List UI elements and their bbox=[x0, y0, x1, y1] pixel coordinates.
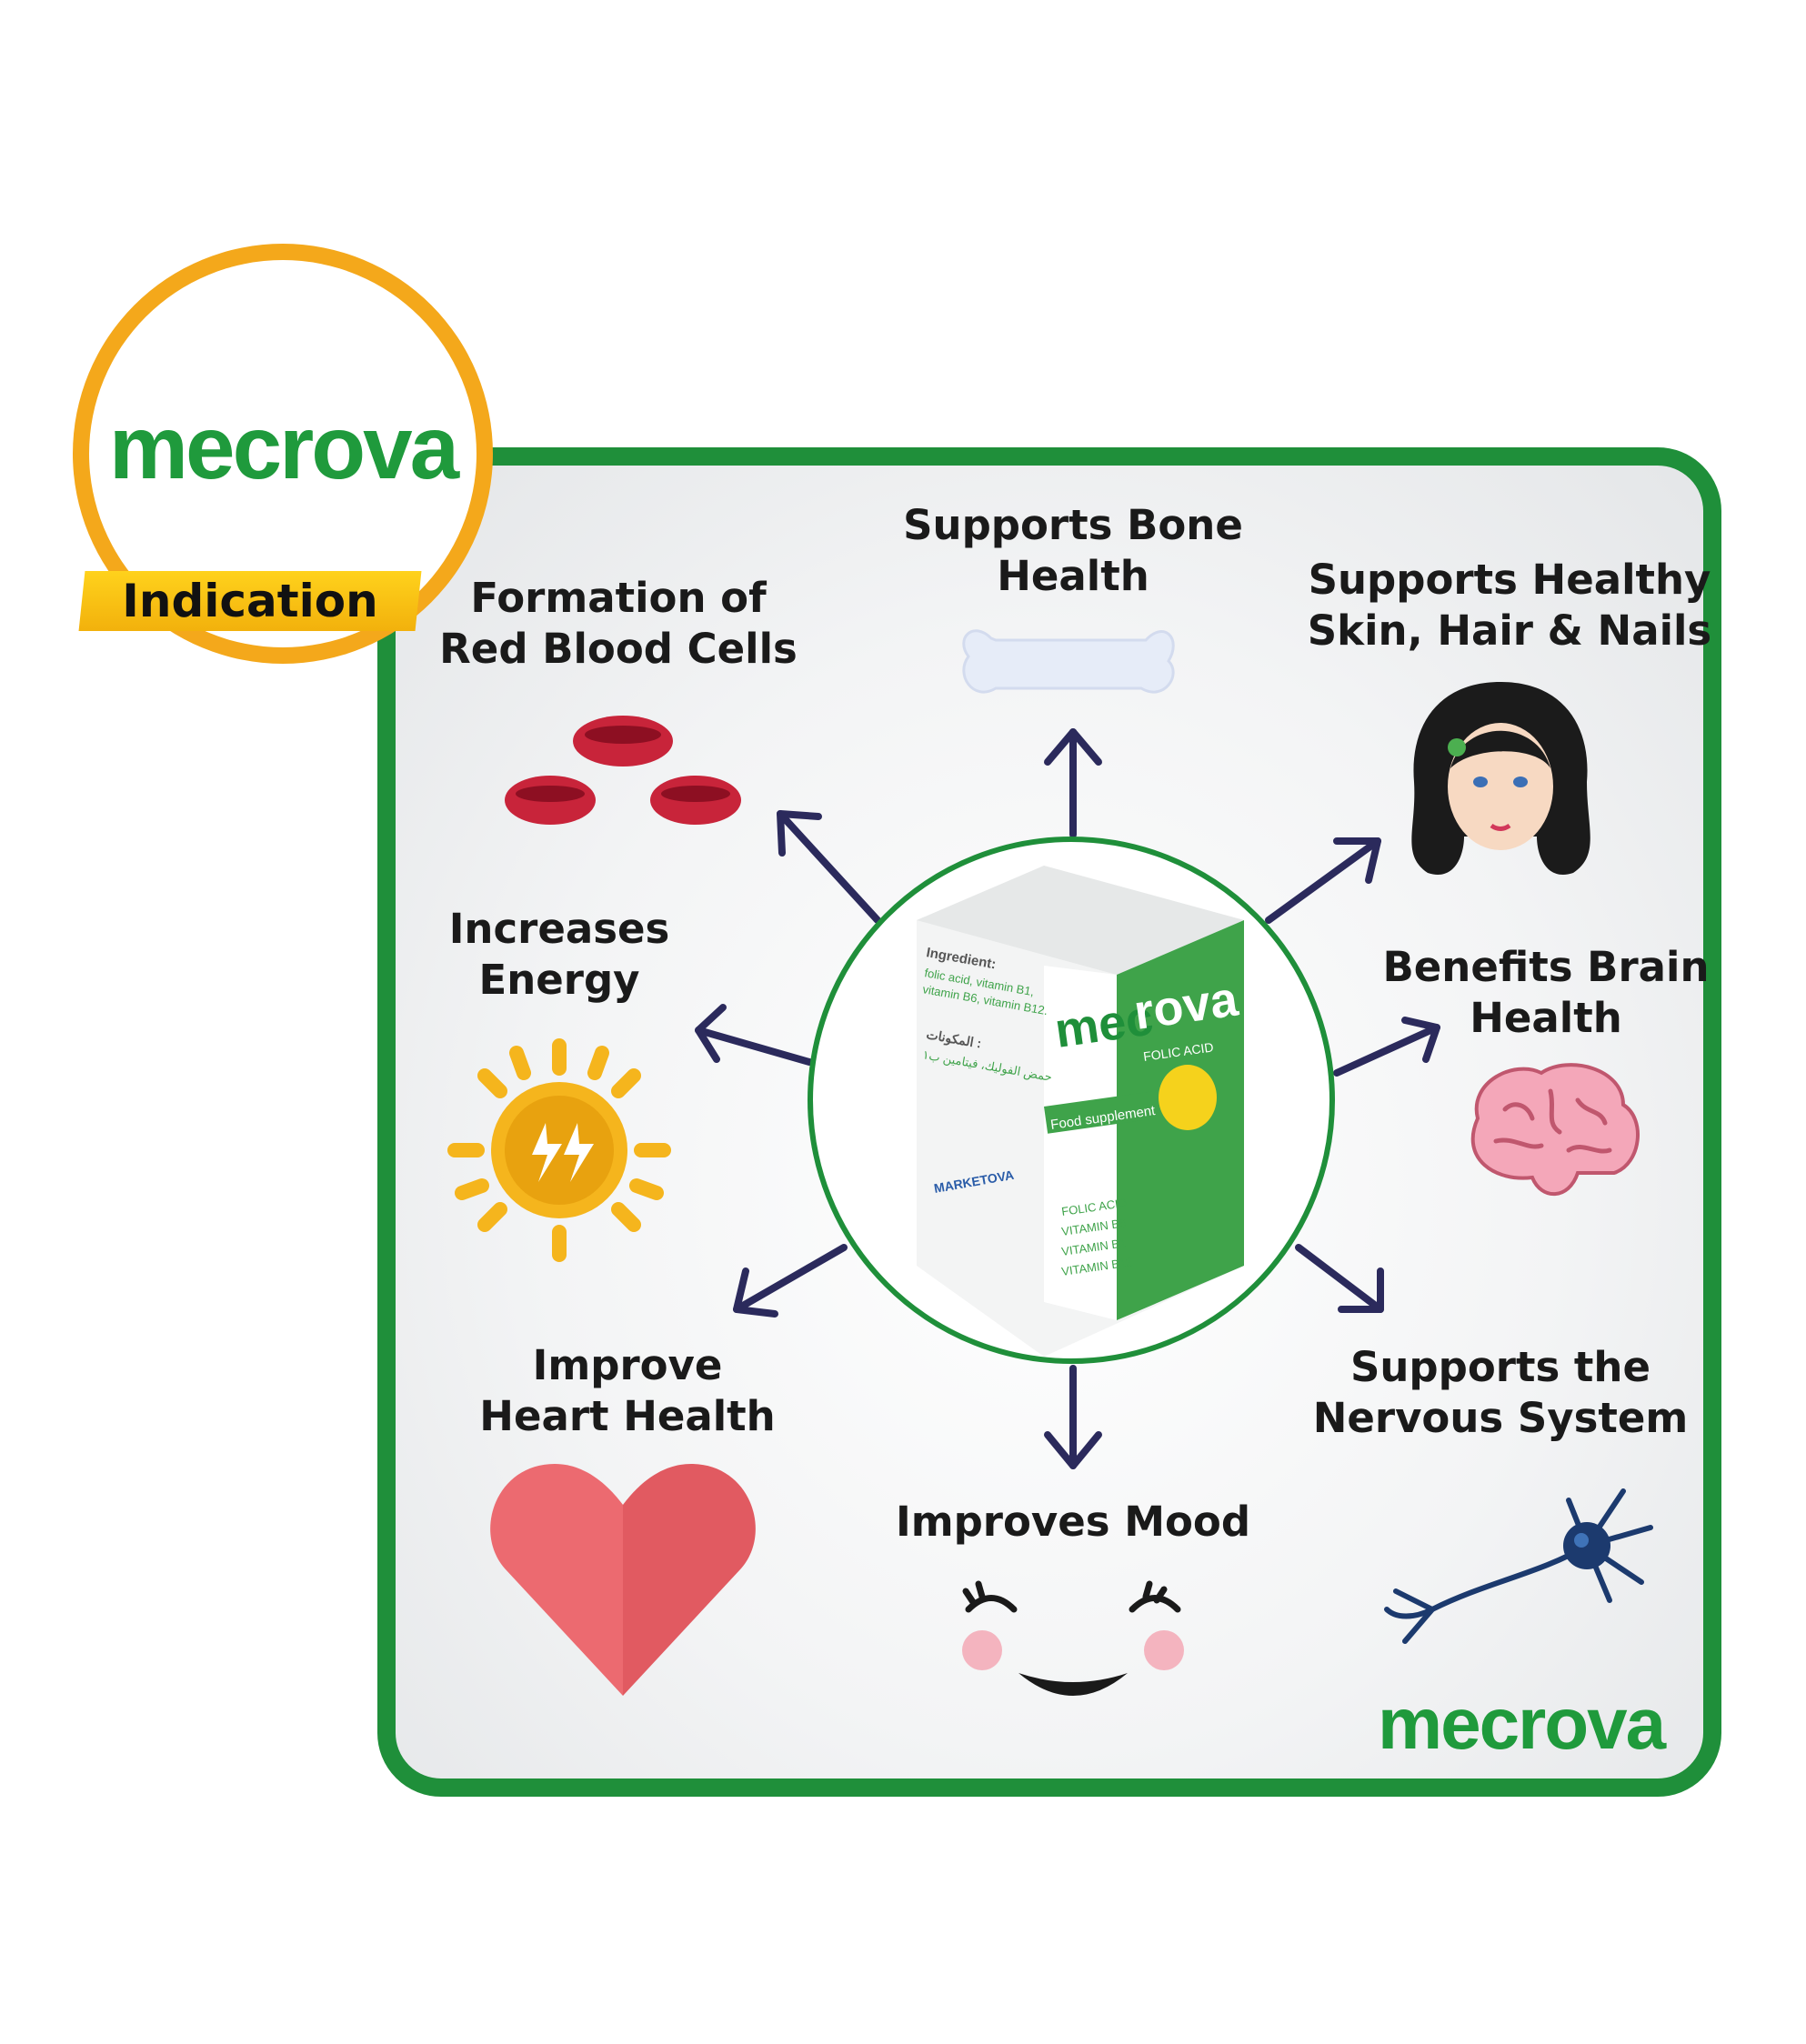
label-nervous: Supports the Nervous System bbox=[1312, 1343, 1689, 1442]
bone-icon bbox=[962, 629, 1175, 694]
label-bone: Supports Bone Health bbox=[903, 501, 1243, 600]
heart-icon bbox=[490, 1464, 756, 1696]
label-brain: Benefits Brain Health bbox=[1382, 943, 1710, 1042]
red-blood-cells-icon bbox=[505, 716, 741, 825]
sun-energy-icon bbox=[447, 1038, 671, 1262]
badge-brand-name: mecrova bbox=[108, 397, 459, 497]
corner-brand-name: mecrova bbox=[1378, 1683, 1666, 1764]
product-box-image: mec rova FOLIC ACID Ingredient: folic ac… bbox=[917, 866, 1244, 1357]
woman-face-icon bbox=[1411, 682, 1590, 875]
label-blood: Formation of Red Blood Cells bbox=[439, 574, 798, 673]
smiley-face-icon bbox=[962, 1580, 1184, 1696]
svg-text:mec: mec bbox=[1051, 990, 1156, 1057]
label-energy: Increases Energy bbox=[448, 905, 670, 1004]
label-heart: Improve Heart Health bbox=[479, 1341, 776, 1440]
indication-ribbon-label: Indication bbox=[122, 575, 378, 627]
label-mood: Improves Mood bbox=[895, 1498, 1251, 1546]
neuron-icon bbox=[1384, 1488, 1653, 1644]
label-skin: Supports Healthy Skin, Hair & Nails bbox=[1307, 556, 1712, 655]
brain-icon bbox=[1470, 1063, 1640, 1197]
